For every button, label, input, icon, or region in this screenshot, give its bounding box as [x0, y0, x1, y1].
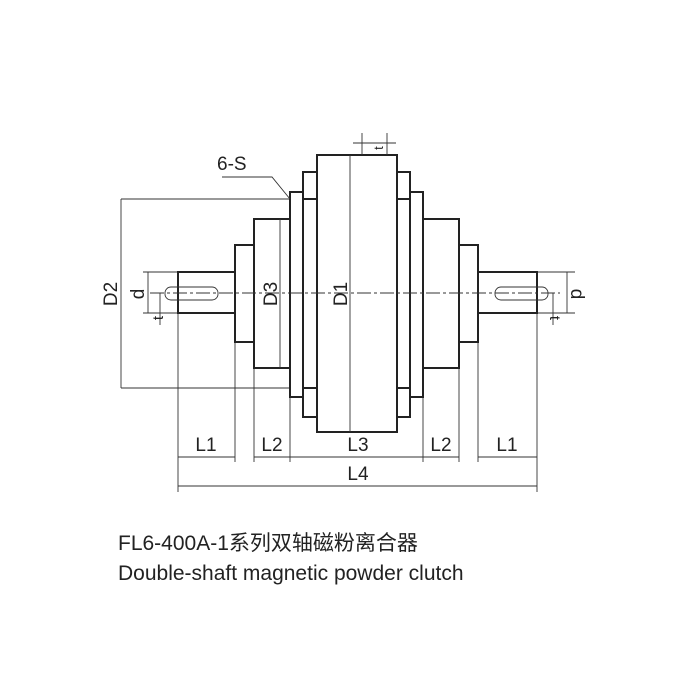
right-hub	[422, 218, 460, 369]
label-t-top: t	[371, 146, 386, 150]
left-small-hub	[234, 244, 255, 343]
label-6-s: 6-S	[217, 154, 247, 175]
clutch-body	[150, 154, 560, 433]
label-t-right: t	[546, 316, 563, 321]
label-l2-right: L2	[430, 435, 451, 456]
label-l1-right: L1	[496, 435, 517, 456]
caption-english: Double-shaft magnetic powder clutch	[118, 562, 464, 585]
six-s-leader	[222, 176, 291, 200]
right-keyway	[494, 286, 549, 301]
label-d1: D1	[331, 282, 352, 306]
dimension-lines	[120, 133, 568, 487]
label-d3: D3	[261, 282, 282, 306]
right-shaft	[477, 271, 538, 314]
label-l4: L4	[347, 464, 369, 485]
label-l2-left: L2	[261, 435, 282, 456]
left-shaft	[177, 271, 236, 314]
label-l3: L3	[347, 435, 368, 456]
label-d2: D2	[101, 282, 122, 306]
label-d: d	[128, 289, 149, 300]
caption-chinese: FL6-400A-1系列双轴磁粉离合器	[118, 532, 418, 555]
label-l1-left: L1	[195, 435, 216, 456]
label-t: t	[150, 315, 167, 320]
left-keyway	[164, 286, 219, 301]
right-small-hub	[458, 244, 479, 343]
main-body	[316, 154, 398, 433]
label-d-right: d	[566, 289, 587, 300]
